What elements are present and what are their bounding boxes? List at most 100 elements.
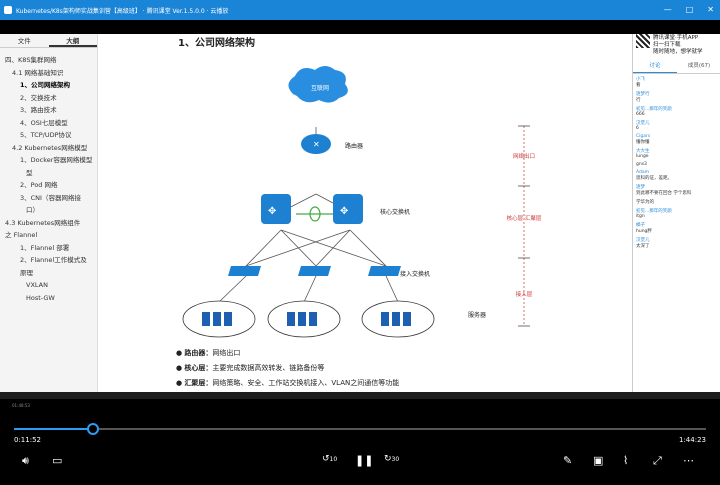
fullscreen-icon[interactable]: ⤢	[653, 454, 662, 467]
chat-tabs: 讨论 成员(67)	[633, 60, 720, 74]
outline-item[interactable]: Host-GW	[26, 293, 55, 302]
chat-text: 看	[636, 83, 641, 88]
chat-message: 小飞看	[636, 76, 720, 88]
router-icon: ✕ 路由器	[301, 134, 363, 154]
chat-username: Cigars	[636, 134, 651, 139]
outline-item[interactable]: 1、Flannel 部署	[20, 243, 70, 252]
pause-icon[interactable]: ❚❚	[355, 454, 374, 467]
access-switches	[228, 266, 401, 276]
chat-username: 橘子	[636, 223, 645, 228]
chat-username: Adam	[636, 170, 649, 175]
chat-username: 逐梦行	[636, 92, 650, 97]
chat-message: 汉堡儿太深了	[636, 237, 720, 249]
outline-tabs: 文件 大纲	[0, 34, 97, 48]
outline-list: 四、K8S集群网络 4.1 网络基础知识 1、公司网络架构 2、交换技术 3、路由技术 4…	[0, 48, 97, 304]
player-controls: 01:48:53 0:11:52 1:44:23 🔊︎ ▭ ↺10 ❚❚ ↻30…	[0, 392, 720, 485]
outline-item[interactable]: 口）	[26, 206, 39, 214]
outline-item[interactable]: 2、Pod 网络	[20, 181, 58, 189]
chat-text: hung胖	[636, 229, 652, 234]
pen-icon[interactable]: ✎	[563, 454, 573, 467]
chat-message: 逐梦行行	[636, 91, 720, 103]
zone-label-egress: 网络出口	[513, 152, 535, 160]
outline-item[interactable]: 型	[26, 168, 33, 177]
qr-code-icon	[636, 34, 650, 48]
outline-item[interactable]: 之 Flannel	[5, 231, 38, 239]
zone-label-core: 核心层 汇聚层	[507, 214, 542, 222]
chat-text: itgn	[636, 214, 645, 219]
seek-bar[interactable]	[14, 423, 706, 435]
outline-item[interactable]: 1、公司网络架构	[20, 81, 71, 89]
status-bar: 01:48:53	[0, 392, 720, 408]
outline-item[interactable]: 3、路由技术	[20, 106, 57, 114]
bullet-item: ● 汇聚层：网络策略、安全、工作站交换机接入、VLAN之间通信等功能	[176, 379, 400, 387]
svg-text:✥: ✥	[340, 206, 348, 217]
chat-text: 行	[636, 98, 641, 103]
skip-back-button[interactable]: ↺10	[322, 454, 338, 464]
chat-text: 学华为的	[636, 200, 654, 205]
outline-item[interactable]: 1、Docker容器网络模型	[20, 156, 93, 164]
svg-text:✕: ✕	[313, 140, 320, 149]
chat-text: 懂你懂	[636, 140, 650, 145]
slide-title: 1、公司网络架构	[178, 38, 255, 49]
playback-speed-icon[interactable]: ⌇	[623, 454, 629, 467]
outline-item[interactable]: 原理	[20, 268, 33, 277]
outline-item[interactable]: 4.1 网络基础知识	[12, 68, 64, 77]
outline-item[interactable]: 4、OSI七层模型	[20, 118, 68, 127]
network-diagram: 互联网 ✕ 路由器 ✥ ✥ 核心交换机 接入交换机	[182, 66, 542, 338]
bullet-item: ● 路由器：网络出口	[176, 349, 241, 357]
chat-message: gns3	[636, 162, 720, 167]
outline-item[interactable]: 5、TCP/UDP协议	[20, 131, 72, 139]
slide: 1、公司网络架构 互联网	[98, 34, 632, 392]
picture-in-picture-icon[interactable]: ▣	[593, 454, 604, 467]
chat-username: 初见...那年的笑颜	[636, 209, 672, 214]
minimize-icon[interactable]: —	[663, 5, 672, 14]
chat-text: 思科的证，差距。	[636, 176, 672, 181]
chat-text: 到此哪不要在回合 学个思科	[636, 191, 692, 196]
core-switch-left-icon: ✥	[261, 194, 291, 224]
chat-text: 6	[636, 126, 639, 131]
outline-panel: 文件 大纲 四、K8S集群网络 4.1 网络基础知识 1、公司网络架构 2、交换技术 3…	[0, 34, 98, 392]
maximize-icon[interactable]: □	[685, 5, 694, 14]
server-label: 服务器	[468, 311, 486, 319]
chat-text: 太深了	[636, 244, 650, 249]
chat-text: 666	[636, 112, 645, 117]
skip-forward-button[interactable]: ↻30	[384, 454, 400, 464]
chat-username: 汉堡儿	[636, 238, 650, 243]
more-options-icon[interactable]: ⋯	[683, 454, 694, 467]
tab-file[interactable]: 文件	[17, 37, 31, 45]
outline-item[interactable]: 4.3 Kubernetes网络组件	[5, 218, 81, 227]
zone-label-access: 接入层	[516, 290, 533, 298]
tab-members[interactable]: 成员(67)	[687, 63, 711, 69]
outline-item[interactable]: 3、CNI（容器网络接	[20, 193, 81, 202]
tab-discussion[interactable]: 讨论	[633, 60, 677, 73]
server-groups	[182, 300, 435, 338]
chat-username: 大大生	[636, 149, 650, 154]
outline-item[interactable]: 2、交换技术	[20, 93, 57, 102]
outline-item[interactable]: 4.2 Kubernetes网络模型	[12, 143, 88, 152]
top-letterbox	[0, 20, 720, 34]
window-titlebar: Kubernetes/K8s架构师实战集训营【高级班】 · 腾讯课堂 Ver.1…	[0, 0, 720, 20]
volume-icon[interactable]: 🔊︎	[22, 454, 29, 467]
subtitles-icon[interactable]: ▭	[52, 454, 63, 467]
app-promo: 腾讯课堂·手机APP 扫一扫下载 随时随地，想学就学	[653, 35, 703, 55]
outline-item[interactable]: 2、Flannel工作模式及	[20, 256, 87, 264]
seek-handle[interactable]	[86, 423, 99, 435]
close-icon[interactable]: ✕	[707, 5, 714, 14]
total-time: 1:44:23	[679, 436, 706, 444]
outline-item[interactable]: 四、K8S集群网络	[5, 56, 57, 64]
chat-username: 逐梦	[636, 185, 645, 190]
video-frame[interactable]: 文件 大纲 四、K8S集群网络 4.1 网络基础知识 1、公司网络架构 2、交换技术 3…	[0, 34, 720, 392]
chat-username: 小飞	[636, 77, 645, 82]
app-logo-icon	[4, 6, 12, 14]
access-switch-label: 接入交换机	[400, 270, 430, 278]
outline-item[interactable]: VXLAN	[26, 281, 48, 289]
tab-outline[interactable]: 大纲	[48, 34, 97, 47]
internet-cloud: 互联网	[288, 66, 348, 103]
